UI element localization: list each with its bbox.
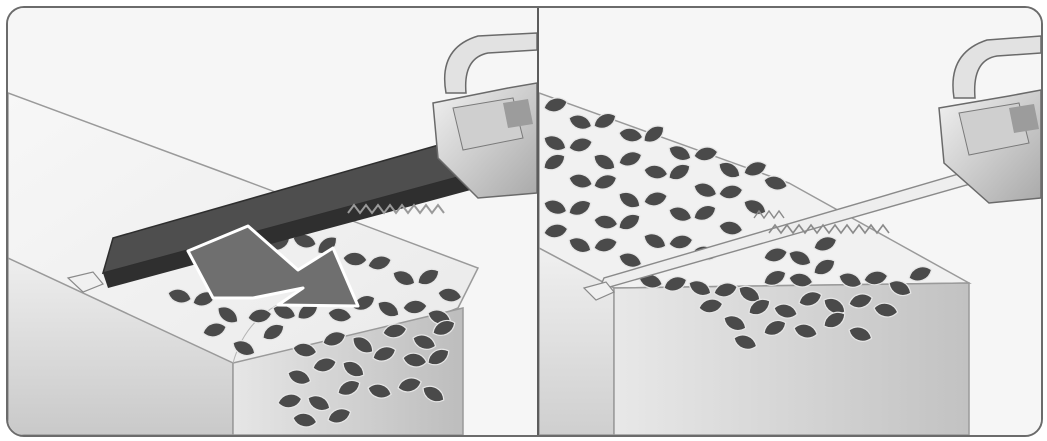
right-panel-level-cut	[539, 8, 1041, 435]
left-panel-sweeping-cut	[8, 8, 537, 435]
illustration-frame	[6, 6, 1043, 437]
left-panel-illustration	[8, 8, 537, 435]
right-panel-illustration	[539, 8, 1041, 435]
